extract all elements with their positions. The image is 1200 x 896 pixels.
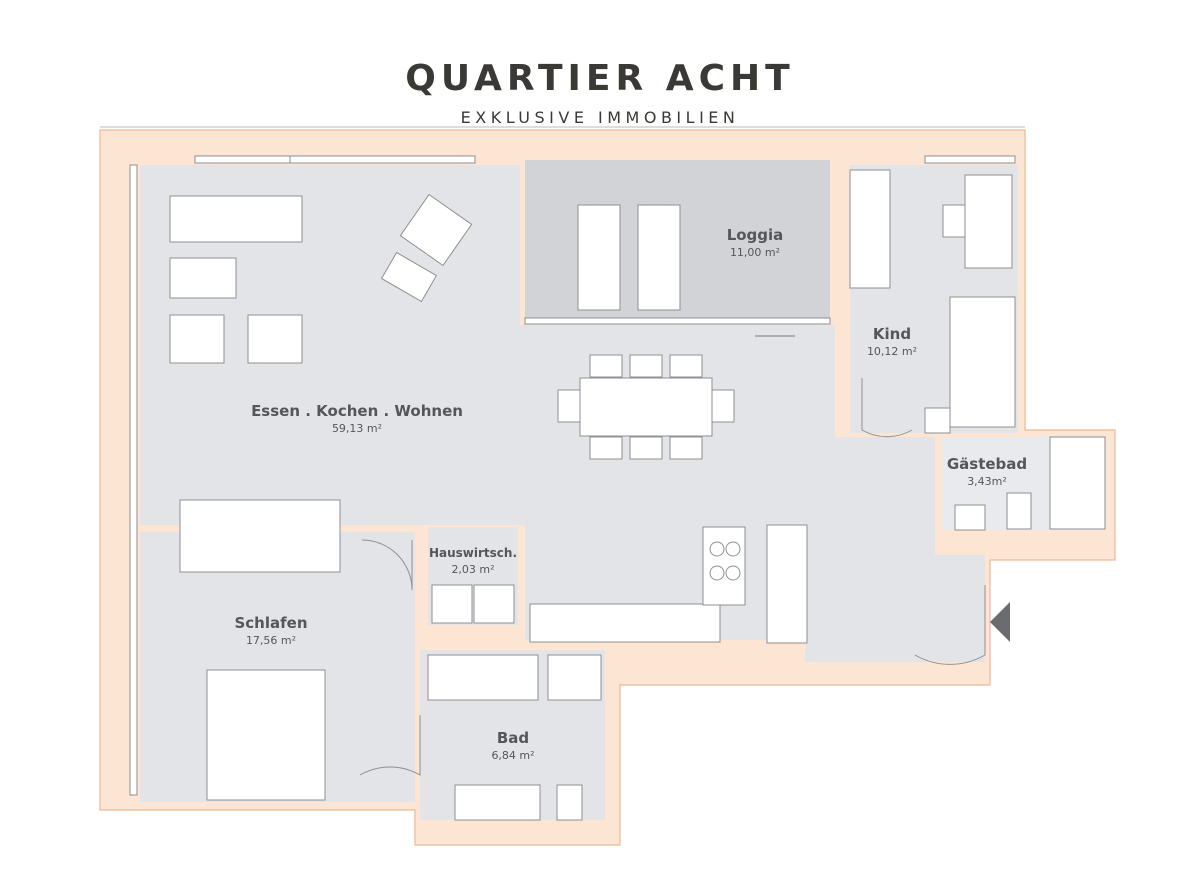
- room-area: 59,13 m²: [332, 422, 382, 435]
- tall-cabinets: [766, 524, 808, 644]
- dining-chairs: [557, 354, 735, 460]
- window: [129, 164, 138, 796]
- entrance-door[interactable]: [914, 585, 986, 665]
- brand-title: QUARTIER ACHT: [405, 58, 795, 99]
- room-area: 10,12 m²: [867, 345, 917, 358]
- loggia-sliding-door: [524, 317, 831, 325]
- wardrobe: [179, 499, 341, 573]
- room-name: Loggia: [727, 226, 784, 244]
- sun-lounger: [577, 204, 621, 311]
- window: [924, 155, 1016, 164]
- ottoman: [169, 257, 237, 299]
- dining-table: [579, 377, 713, 437]
- room-name: Schlafen: [234, 614, 307, 632]
- lounge-chair: [399, 193, 473, 267]
- desk-chair: [942, 204, 966, 238]
- armchair: [247, 314, 303, 364]
- sofa: [169, 195, 303, 243]
- cabinet: [547, 654, 602, 701]
- door-schlafen[interactable]: [361, 539, 413, 591]
- room-area: 17,56 m²: [246, 634, 296, 647]
- armchair: [169, 314, 225, 364]
- window: [289, 155, 476, 164]
- dryer: [473, 584, 515, 624]
- kitchen-counter: [529, 603, 721, 643]
- toilet: [1006, 492, 1032, 530]
- bed-single: [949, 296, 1016, 428]
- double-bed: [206, 669, 326, 801]
- brand-subtitle: EXKLUSIVE IMMOBILIEN: [460, 108, 740, 127]
- door-bad[interactable]: [359, 715, 421, 776]
- bathtub: [427, 654, 539, 701]
- room-area: 2,03 m²: [451, 563, 494, 576]
- door-kind[interactable]: [861, 378, 913, 438]
- room-name: Kind: [873, 325, 911, 343]
- room-area: 6,84 m²: [491, 749, 534, 762]
- toilet: [556, 784, 583, 821]
- room-area: 3,43m²: [967, 475, 1007, 488]
- shower: [1049, 436, 1106, 530]
- nightstand: [924, 407, 951, 434]
- desk: [964, 174, 1013, 269]
- room-name: Essen . Kochen . Wohnen: [251, 402, 463, 420]
- room-name: Bad: [497, 729, 529, 747]
- wardrobe: [849, 169, 891, 289]
- sink: [954, 504, 986, 531]
- footstool: [380, 251, 438, 303]
- washing-machine: [431, 584, 473, 624]
- sun-lounger: [637, 204, 681, 311]
- double-sink: [454, 784, 541, 821]
- entrance-arrow-icon: [990, 602, 1010, 642]
- room-name: Gästebad: [947, 455, 1027, 473]
- room-name: Hauswirtsch.: [429, 546, 517, 560]
- cooktop: [702, 526, 746, 606]
- room-area: 11,00 m²: [730, 246, 780, 259]
